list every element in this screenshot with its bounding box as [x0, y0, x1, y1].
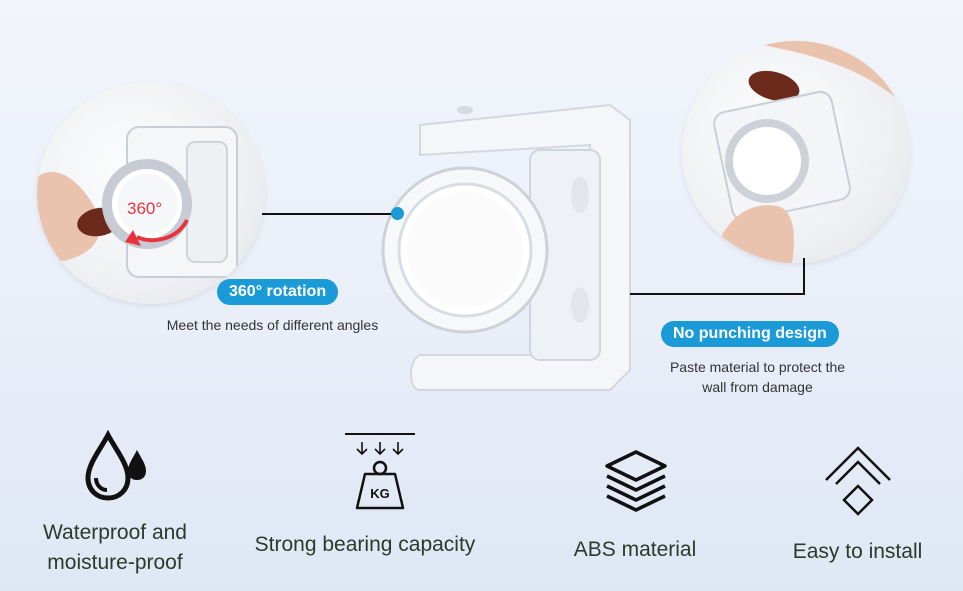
no-punching-caption: Paste material to protect the wall from …: [640, 357, 875, 397]
layers-icon: [605, 450, 667, 512]
no-punching-badge: No punching design: [661, 321, 839, 347]
feature-install: Easy to install: [770, 420, 945, 590]
kg-text: KG: [370, 486, 390, 501]
feature-bearing-label: Strong bearing capacity: [254, 533, 476, 556]
feature-abs-label: ABS material: [573, 538, 697, 561]
connector-dot: [391, 207, 404, 220]
right-connector-vertical: [803, 258, 805, 295]
feature-waterproof-line1: Waterproof and: [43, 521, 187, 544]
rotation-demo-illustration: 360°: [37, 126, 238, 278]
bracket-product-image: [380, 100, 640, 400]
feature-bearing: KG Strong bearing capacity: [235, 420, 495, 590]
left-connector-line: [262, 213, 398, 215]
chevron-diamond-icon: [825, 446, 891, 516]
kg-weight-icon: KG: [345, 433, 415, 510]
feature-waterproof-line2: moisture-proof: [47, 551, 183, 574]
rotation-demo-photo: 360°: [37, 82, 265, 304]
feature-abs: ABS material: [545, 420, 725, 590]
no-punching-caption-line1: Paste material to protect the: [669, 359, 846, 375]
rotation-label-text: 360°: [127, 199, 162, 218]
feature-install-label: Easy to install: [792, 540, 923, 563]
feature-waterproof-label: Waterproof and moisture-proof: [20, 518, 210, 578]
rotation-caption: Meet the needs of different angles: [166, 317, 379, 333]
rotation-badge: 360° rotation: [217, 279, 339, 305]
no-punching-caption-line2: wall from damage: [702, 379, 813, 395]
feature-waterproof: Waterproof and moisture-proof: [20, 420, 210, 590]
bracket-illustration: [381, 103, 631, 391]
paste-demo-illustration: [712, 41, 910, 263]
water-drops-icon: [85, 430, 146, 501]
paste-demo-photo: [682, 41, 910, 263]
right-connector-horizontal: [630, 293, 805, 295]
